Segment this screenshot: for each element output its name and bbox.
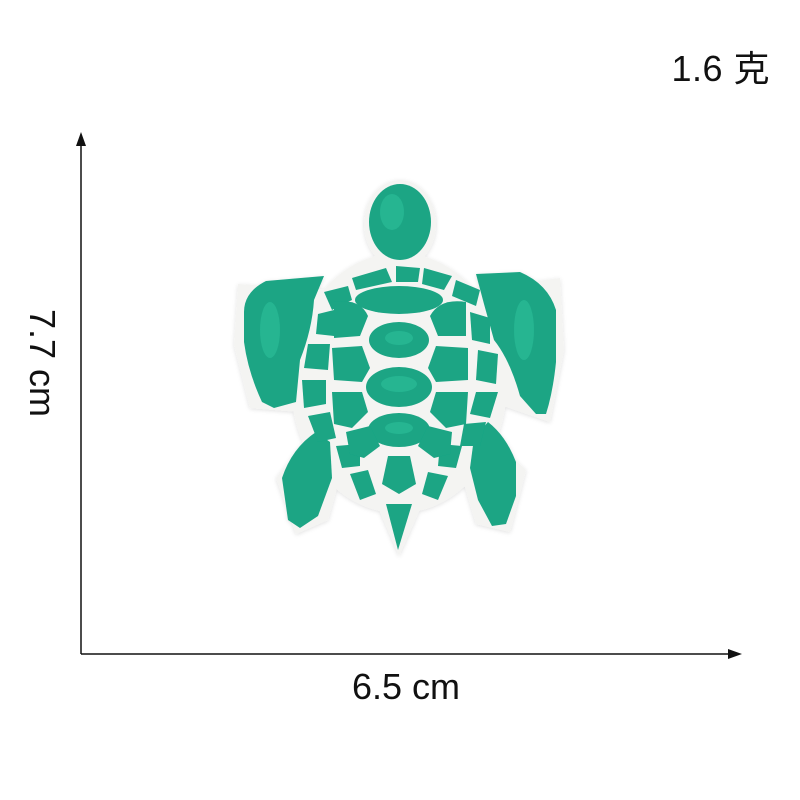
sea-turtle-patch-image <box>234 180 564 556</box>
turtle-left-back-flipper <box>282 432 332 528</box>
turtle-right-back-flipper <box>470 422 516 526</box>
turtle-shell <box>302 266 498 500</box>
patch-stitch-highlights <box>260 194 534 434</box>
turtle-tail <box>386 504 412 550</box>
vertical-axis-arrow-icon <box>76 132 86 146</box>
weight-label: 1.6 克 <box>671 48 770 89</box>
width-dimension-label: 6.5 cm <box>351 666 461 707</box>
horizontal-axis-arrow-icon <box>728 649 742 659</box>
dimension-axes <box>76 132 742 659</box>
